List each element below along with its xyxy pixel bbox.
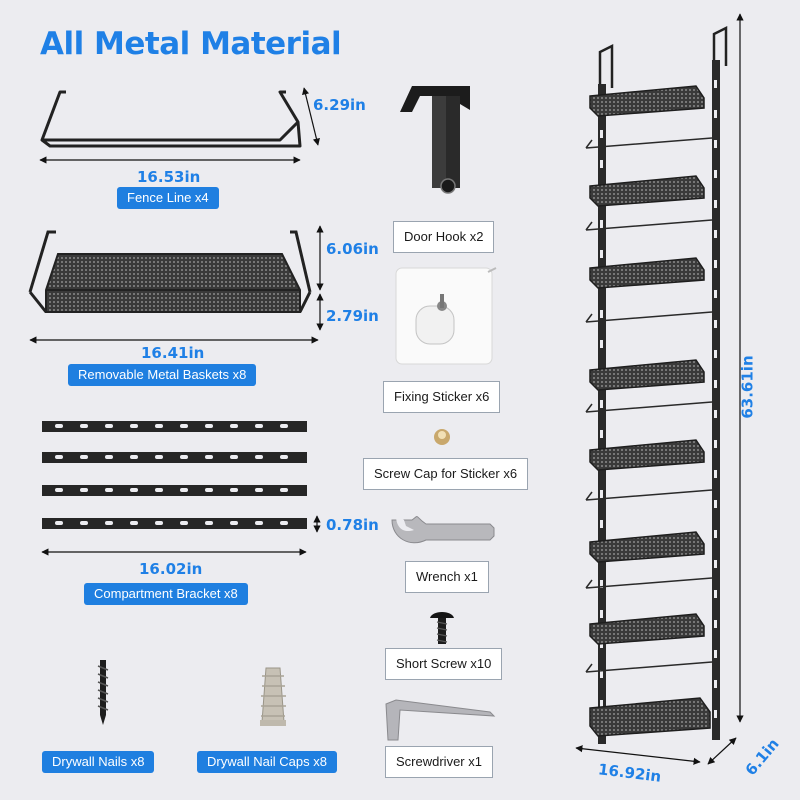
wrench-label: Wrench x1 — [405, 561, 489, 593]
fixing-sticker-label: Fixing Sticker x6 — [383, 381, 501, 413]
screw-cap-icon — [434, 429, 450, 445]
door-hook-label: Door Hook x2 — [393, 221, 495, 253]
basket-dimension-arrows — [29, 225, 324, 344]
drywall-nail-cap-icon — [260, 667, 286, 726]
drywall-nail-icon — [97, 660, 109, 725]
baskets-label: Removable Metal Baskets x8 — [68, 364, 257, 386]
fence-line-label: Fence Line x4 — [117, 187, 219, 209]
fence-width-dimension: 16.53in — [137, 168, 201, 186]
basket-depth-dimension: 2.79in — [326, 307, 379, 325]
wrench-icon — [391, 516, 495, 544]
page-title: All Metal Material — [40, 26, 342, 62]
basket-height-dimension: 6.06in — [326, 240, 379, 258]
nail-caps-label: Drywall Nail Caps x8 — [197, 751, 337, 773]
fixing-sticker-icon — [395, 267, 497, 365]
screwdriver-icon — [385, 699, 496, 741]
short-screw-label: Short Screw x10 — [385, 648, 503, 680]
screwdriver-label: Screwdriver x1 — [385, 746, 493, 778]
rack-dimension-arrows — [575, 13, 744, 765]
fence-dimension-arrows — [39, 87, 320, 164]
metal-basket-icon — [28, 230, 312, 313]
compartment-brackets-icon — [42, 421, 307, 529]
fence-height-dimension: 6.29in — [313, 96, 366, 114]
fence-line-icon — [40, 90, 302, 148]
bracket-height-dimension: 0.78in — [326, 516, 379, 534]
screw-cap-label: Screw Cap for Sticker x6 — [363, 458, 529, 490]
door-hook-icon — [400, 86, 470, 194]
brackets-label: Compartment Bracket x8 — [84, 583, 248, 605]
bracket-dimension-arrows — [41, 515, 321, 556]
short-screw-icon — [430, 612, 454, 644]
drywall-nails-label: Drywall Nails x8 — [42, 751, 155, 773]
bracket-width-dimension: 16.02in — [139, 560, 203, 578]
rack-height-dimension: 63.61in — [738, 355, 757, 419]
assembled-rack-icon — [585, 25, 728, 744]
basket-width-dimension: 16.41in — [141, 344, 205, 362]
